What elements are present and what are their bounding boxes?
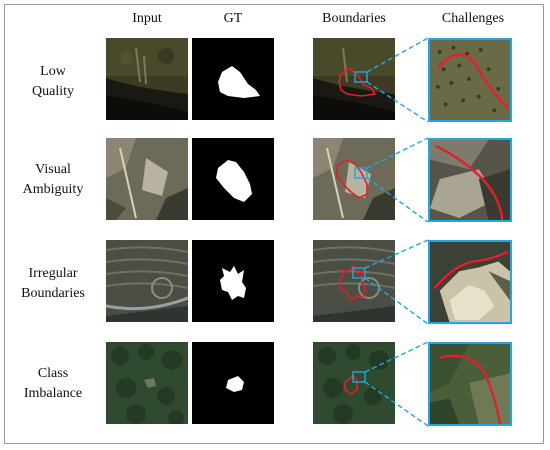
challenge-zoom-irregular-boundaries xyxy=(428,240,512,324)
gt-mask-low-quality xyxy=(192,38,274,120)
row-label-class-imbalance: Class Imbalance xyxy=(14,364,92,404)
challenge-zoom-visual-ambiguity xyxy=(428,138,512,222)
input-image-irregular-boundaries xyxy=(106,240,188,322)
row-label-line: Irregular xyxy=(28,266,78,281)
input-image-class-imbalance xyxy=(106,342,188,424)
figure-frame xyxy=(4,4,544,444)
challenge-zoom-class-imbalance xyxy=(428,342,512,426)
row-label-line: Boundaries xyxy=(21,286,85,301)
column-header-challenges: Challenges xyxy=(441,11,505,26)
row-label-line: Imbalance xyxy=(23,386,83,401)
input-image-visual-ambiguity xyxy=(106,138,188,220)
challenge-zoom-low-quality xyxy=(428,38,512,122)
row-label-low-quality: Low Quality xyxy=(14,62,92,102)
boundary-image-irregular-boundaries xyxy=(313,240,395,322)
gt-mask-visual-ambiguity xyxy=(192,138,274,220)
input-image-low-quality xyxy=(106,38,188,120)
column-header-gt: GT xyxy=(223,11,243,26)
row-label-visual-ambiguity: Visual Ambiguity xyxy=(14,160,92,200)
row-label-line: Visual xyxy=(35,162,71,177)
column-header-input: Input xyxy=(132,11,162,26)
row-label-line: Ambiguity xyxy=(22,182,84,197)
boundary-image-class-imbalance xyxy=(313,342,395,424)
row-label-irregular-boundaries: Irregular Boundaries xyxy=(14,264,92,304)
column-header-boundaries: Boundaries xyxy=(322,11,386,26)
boundary-image-visual-ambiguity xyxy=(313,138,395,220)
gt-mask-class-imbalance xyxy=(192,342,274,424)
row-label-line: Class xyxy=(37,366,69,381)
row-label-line: Quality xyxy=(32,84,74,99)
boundary-image-low-quality xyxy=(313,38,395,120)
row-label-line: Low xyxy=(40,64,66,79)
gt-mask-irregular-boundaries xyxy=(192,240,274,322)
